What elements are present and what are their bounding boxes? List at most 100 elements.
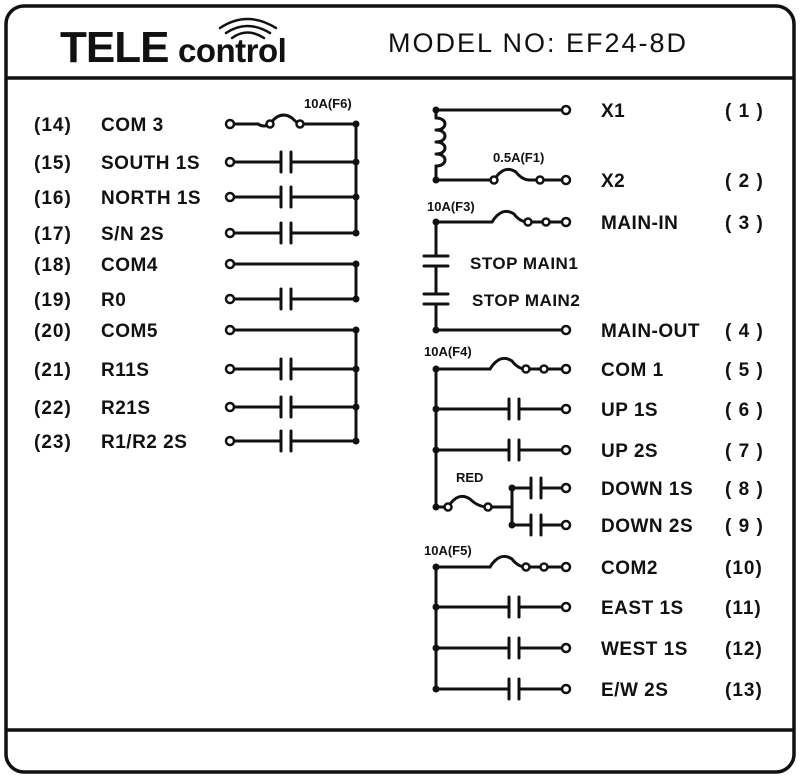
- right-terminal-number: ( 6 ): [725, 400, 764, 421]
- right-terminal-number: ( 3 ): [725, 213, 764, 234]
- right-terminal-circle: [560, 174, 572, 186]
- left-terminal-number: (15): [34, 153, 72, 174]
- right-terminal-label: X1: [601, 101, 625, 122]
- right-terminal-label: MAIN-OUT: [601, 321, 700, 342]
- junction-dot: [352, 365, 360, 373]
- model-number: MODEL NO: EF24-8D: [388, 28, 688, 58]
- left-terminal-number: (18): [34, 255, 72, 276]
- right-terminal-label: UP 2S: [601, 441, 658, 462]
- fuse-f4-icon: [488, 356, 528, 371]
- junction-dot: [432, 603, 440, 611]
- junction-dot: [352, 120, 360, 128]
- fuse-f1-label: 0.5A(F1): [493, 150, 544, 165]
- left-terminal-label: R0: [101, 290, 126, 311]
- right-terminal-circle: [560, 601, 572, 613]
- fuse-red-terminal-b: [483, 502, 493, 512]
- left-terminal-circle: [224, 363, 236, 375]
- right-terminal-label: UP 1S: [601, 400, 658, 421]
- junction-dot: [352, 295, 360, 303]
- junction-dot: [432, 365, 440, 373]
- left-terminal-label: R1/R2 2S: [101, 432, 187, 453]
- left-terminal-label: S/N 2S: [101, 224, 164, 245]
- right-terminal-number: (10): [725, 558, 763, 579]
- right-terminal-label: EAST 1S: [601, 598, 684, 619]
- right-terminal-circle: [560, 561, 572, 573]
- fuse-f3-icon: [490, 209, 530, 224]
- left-terminal-circle: [224, 156, 236, 168]
- junction-dot: [352, 260, 360, 268]
- outer-frame: [4, 4, 796, 774]
- left-terminal-circle: [224, 324, 236, 336]
- fuse-f1-terminal-a: [489, 175, 499, 185]
- junction-dot: [432, 106, 440, 114]
- left-terminal-circle: [224, 293, 236, 305]
- fuse-f4-terminal-b: [539, 364, 549, 374]
- left-terminal-number: (21): [34, 360, 72, 381]
- fuse-f6-icon: [256, 113, 302, 128]
- logo-arc-2: [224, 24, 272, 35]
- left-terminal-number: (22): [34, 398, 72, 419]
- right-circuit: [422, 108, 568, 691]
- right-terminal-number: (13): [725, 680, 763, 701]
- fuse-red-icon: [446, 494, 490, 509]
- junction-dot: [508, 521, 516, 529]
- right-terminal-number: ( 7 ): [725, 441, 764, 462]
- right-terminal-label: MAIN-IN: [601, 213, 678, 234]
- fuse-f5-icon: [488, 554, 528, 569]
- left-terminal-list: (14)COM 3(15)SOUTH 1S(16)NORTH 1S(17)S/N…: [34, 115, 201, 453]
- logo-control: control: [178, 32, 286, 69]
- telecontrol-logo: TELE control: [60, 17, 287, 72]
- logo-arc-3: [230, 31, 266, 40]
- fuse-f5-label: 10A(F5): [424, 543, 472, 558]
- logo-tele: TELE: [60, 23, 168, 72]
- left-terminal-circle: [224, 401, 236, 413]
- right-terminal-circle: [560, 482, 572, 494]
- left-terminal-label: R11S: [101, 360, 149, 381]
- row14-fuse-terminal-a: [265, 119, 275, 129]
- row14-fuse-terminal-b: [295, 119, 305, 129]
- right-terminal-number: ( 9 ): [725, 516, 764, 537]
- fuse-red-label: RED: [456, 470, 483, 485]
- right-terminal-circle: [560, 363, 572, 375]
- left-terminal-label: COM 3: [101, 115, 164, 136]
- junction-dot: [352, 326, 360, 334]
- right-terminal-number: ( 1 ): [725, 101, 764, 122]
- right-terminal-number: (11): [725, 598, 762, 619]
- fuse-f3-terminal-b: [541, 217, 551, 227]
- right-terminal-label: X2: [601, 171, 625, 192]
- left-terminal-number: (20): [34, 321, 72, 342]
- junction-dot: [432, 563, 440, 571]
- right-terminal-label: DOWN 2S: [601, 516, 693, 537]
- junction-dot: [432, 446, 440, 454]
- junction-dot: [508, 484, 516, 492]
- junction-dot: [432, 685, 440, 693]
- right-terminal-circle: [560, 444, 572, 456]
- right-terminal-circle: [560, 104, 572, 116]
- right-terminal-label: E/W 2S: [601, 680, 668, 701]
- junction-dot: [352, 158, 360, 166]
- stop-main2-label: STOP MAIN2: [472, 291, 580, 310]
- junction-dot: [432, 644, 440, 652]
- left-terminal-circle: [224, 191, 236, 203]
- fuse-f1-terminal-b: [535, 175, 545, 185]
- junction-dot: [352, 437, 360, 445]
- logo-arc-1: [218, 17, 278, 30]
- right-terminal-list: X1( 1 )X2( 2 )MAIN-IN( 3 )MAIN-OUT( 4 )C…: [601, 101, 764, 701]
- right-terminal-label: WEST 1S: [601, 639, 688, 660]
- junction-dot: [352, 229, 360, 237]
- right-terminal-number: ( 8 ): [725, 479, 764, 500]
- stop-main1-label: STOP MAIN1: [470, 254, 578, 273]
- fuse-f5-terminal-b: [539, 562, 549, 572]
- fuse-f4-terminal-a: [521, 364, 531, 374]
- right-terminal-label: COM 1: [601, 360, 664, 381]
- junction-dot: [432, 218, 440, 226]
- junction-dot: [432, 503, 440, 511]
- left-terminal-label: COM5: [101, 321, 158, 342]
- right-terminal-circle: [560, 216, 572, 228]
- left-terminal-number: (23): [34, 432, 72, 453]
- right-terminal-number: ( 2 ): [725, 171, 764, 192]
- right-terminal-circle: [560, 683, 572, 695]
- fuse-f6-label: 10A(F6): [304, 96, 352, 111]
- left-terminal-number: (16): [34, 188, 72, 209]
- fuse-f4-label: 10A(F4): [424, 344, 472, 359]
